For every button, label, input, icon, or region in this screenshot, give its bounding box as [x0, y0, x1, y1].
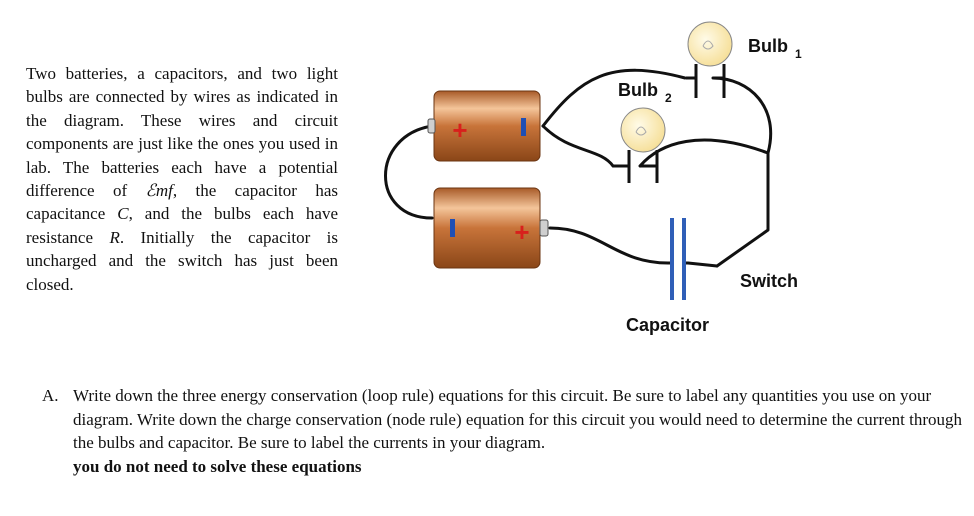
battery-bottom-plus: + [514, 217, 529, 247]
wire-bulb2-right [638, 138, 770, 168]
wire-right-down [715, 151, 770, 268]
resistance-symbol: R [109, 227, 120, 247]
intro-text-4: . Initially the capacitor is uncharged a… [26, 227, 338, 294]
wire-bulb2-branch [541, 124, 615, 168]
battery-bottom-minus [450, 219, 455, 237]
battery-top-plus: + [452, 115, 467, 145]
question-bold-note: you do not need to solve these equations [73, 456, 362, 476]
bulb-1 [686, 21, 733, 98]
question-a: A. Write down the three energy conservat… [42, 384, 967, 478]
wire-cap-right [686, 261, 719, 268]
question-text: Write down the three energy conservation… [73, 386, 963, 452]
bulb1-subscript: 1 [795, 47, 802, 61]
question-letter: A. [42, 386, 59, 405]
battery-top: + [427, 90, 541, 162]
bulb-2 [613, 107, 666, 183]
emf-symbol: ℰmf [145, 181, 173, 201]
battery-top-minus [521, 118, 526, 136]
intro-text-1: Two batteries, a capacitors, and two lig… [26, 64, 338, 201]
bulb1-label: Bulb [748, 36, 788, 56]
capacitor-label: Capacitor [626, 315, 709, 335]
wire-battery-to-bulbs [541, 68, 687, 128]
bulb2-label: Bulb [618, 80, 658, 100]
circuit-diagram: + + Bulb 1 Bulb 2 Switch Capacitor [384, 21, 802, 335]
intro-text-3: , and the bulbs each have resistance [26, 204, 338, 247]
wire-lower [548, 226, 670, 265]
capacitor [668, 218, 688, 300]
problem-intro: Two batteries, a capacitors, and two lig… [26, 62, 338, 296]
wire-left-loop [384, 124, 434, 220]
intro-text-2: , the capacitor has capacitance [26, 181, 339, 224]
battery-bottom: + [433, 187, 549, 269]
switch-label: Switch [740, 271, 798, 291]
bulb2-subscript: 2 [665, 91, 672, 105]
capacitance-symbol: C [117, 204, 129, 224]
